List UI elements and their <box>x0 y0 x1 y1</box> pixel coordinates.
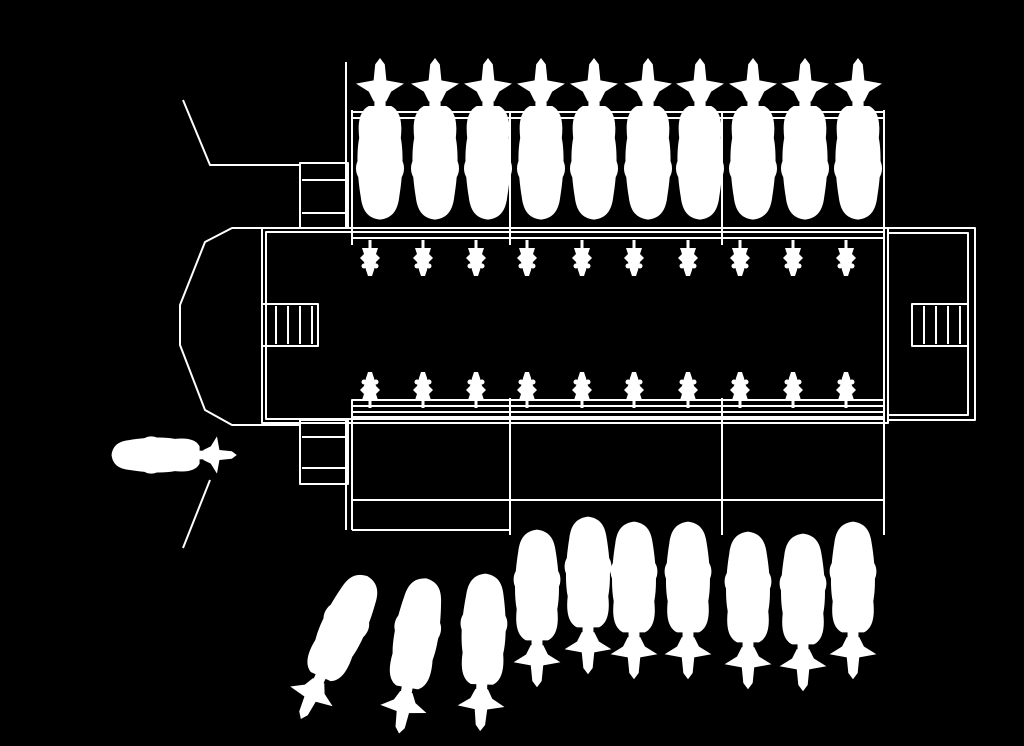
lower-cow <box>724 531 772 690</box>
lower-cow <box>457 573 508 732</box>
lower-milking-unit <box>783 372 803 408</box>
upper-milking-unit <box>624 240 644 276</box>
lower-milking-unit <box>466 372 486 408</box>
lower-milking-unit <box>730 372 750 408</box>
upper-cow <box>676 58 724 220</box>
upper-milking-unit <box>783 240 803 276</box>
lower-stall-frame <box>345 398 885 535</box>
upper-milking-unit <box>413 240 433 276</box>
lower-cow <box>779 533 827 692</box>
upper-cow <box>781 58 829 220</box>
upper-stall-frame <box>345 62 885 245</box>
upper-milking-unit <box>678 240 698 276</box>
pit-steps-left <box>261 303 319 347</box>
upper-cow <box>570 58 618 220</box>
upper-cow <box>729 58 777 220</box>
lower-milking-unit <box>624 372 644 408</box>
entering-cow <box>111 436 237 474</box>
pit-steps-right <box>911 303 969 347</box>
holding-pen-lower-fence <box>182 479 211 549</box>
lower-milking-unit <box>678 372 698 408</box>
parlor-structure <box>179 62 976 549</box>
upper-cow <box>834 58 882 220</box>
upper-milking-unit <box>517 240 537 276</box>
upper-entrance-alley <box>299 162 349 229</box>
upper-cow <box>356 58 404 220</box>
lower-milking-unit <box>836 372 856 408</box>
lower-milking-unit <box>360 372 380 408</box>
upper-cow <box>624 58 672 220</box>
upper-cow <box>517 58 565 220</box>
lower-cow <box>380 578 442 734</box>
upper-row-cows <box>356 58 882 220</box>
lower-milking-unit <box>572 372 592 408</box>
lower-cow <box>564 516 612 675</box>
upper-milking-unit <box>836 240 856 276</box>
upper-milking-unit <box>730 240 750 276</box>
lower-milking-units <box>360 372 856 408</box>
upper-milking-unit <box>572 240 592 276</box>
holding-pen-funnel <box>179 227 300 426</box>
lower-cow <box>290 574 378 719</box>
holding-pen-upper-fence <box>182 99 300 166</box>
lower-milking-unit <box>517 372 537 408</box>
lower-cow <box>829 521 877 680</box>
holding-pen-cow <box>111 436 237 474</box>
upper-milking-units <box>360 240 856 276</box>
lower-row-cows <box>290 516 877 734</box>
upper-milking-unit <box>466 240 486 276</box>
upper-cow <box>464 58 512 220</box>
lower-cow <box>513 529 561 688</box>
lower-cow <box>610 521 658 680</box>
lower-entrance-alley <box>299 419 349 485</box>
exit-return-lane <box>888 227 976 421</box>
upper-cow <box>411 58 459 220</box>
lower-cow <box>664 521 712 680</box>
lower-milking-unit <box>413 372 433 408</box>
upper-milking-unit <box>360 240 380 276</box>
